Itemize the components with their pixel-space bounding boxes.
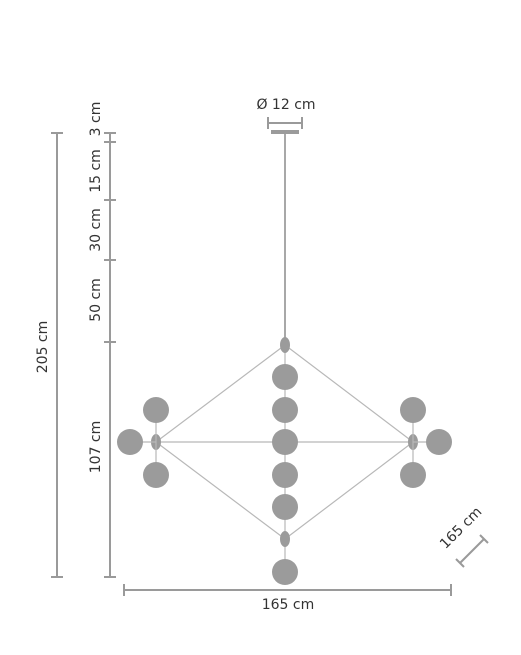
globe-right-outer [426,429,452,455]
globe-center-2 [272,397,298,423]
segment-height-dimension: 3 cm 15 cm 30 cm 50 cm 107 cm [88,102,116,578]
width-label: 165 cm [262,597,315,613]
canopy-diameter-label: Ø 12 cm [256,97,315,113]
globe-left-bottom [143,462,169,488]
bottom-joint [280,531,290,547]
total-height-label: 205 cm [35,321,51,374]
globe-center-5 [272,494,298,520]
globe-center-3 [272,429,298,455]
globe-right-bottom [400,462,426,488]
segment-1-label: 15 cm [88,149,104,193]
depth-dimension: 165 cm [437,504,489,568]
canopy-diameter-dimension: Ø 12 cm [256,97,316,129]
segment-3-label: 50 cm [88,278,104,322]
suspension [271,130,299,340]
globe-right-top [400,397,426,423]
globe-left-top [143,397,169,423]
globe-bottom [272,559,298,585]
total-height-dimension: 205 cm [35,132,63,578]
depth-tick-b [479,534,489,544]
width-dimension: 165 cm [123,584,452,613]
body-height-label: 107 cm [88,421,104,474]
globe-center-1 [272,364,298,390]
depth-tick-a [455,558,465,568]
globe-left-outer [117,429,143,455]
canopy-height-label: 3 cm [88,102,104,137]
depth-line [459,538,485,564]
top-joint [280,337,290,353]
segment-2-label: 30 cm [88,208,104,252]
globe-center-4 [272,462,298,488]
globes [117,364,452,585]
ceiling-canopy [271,130,299,134]
